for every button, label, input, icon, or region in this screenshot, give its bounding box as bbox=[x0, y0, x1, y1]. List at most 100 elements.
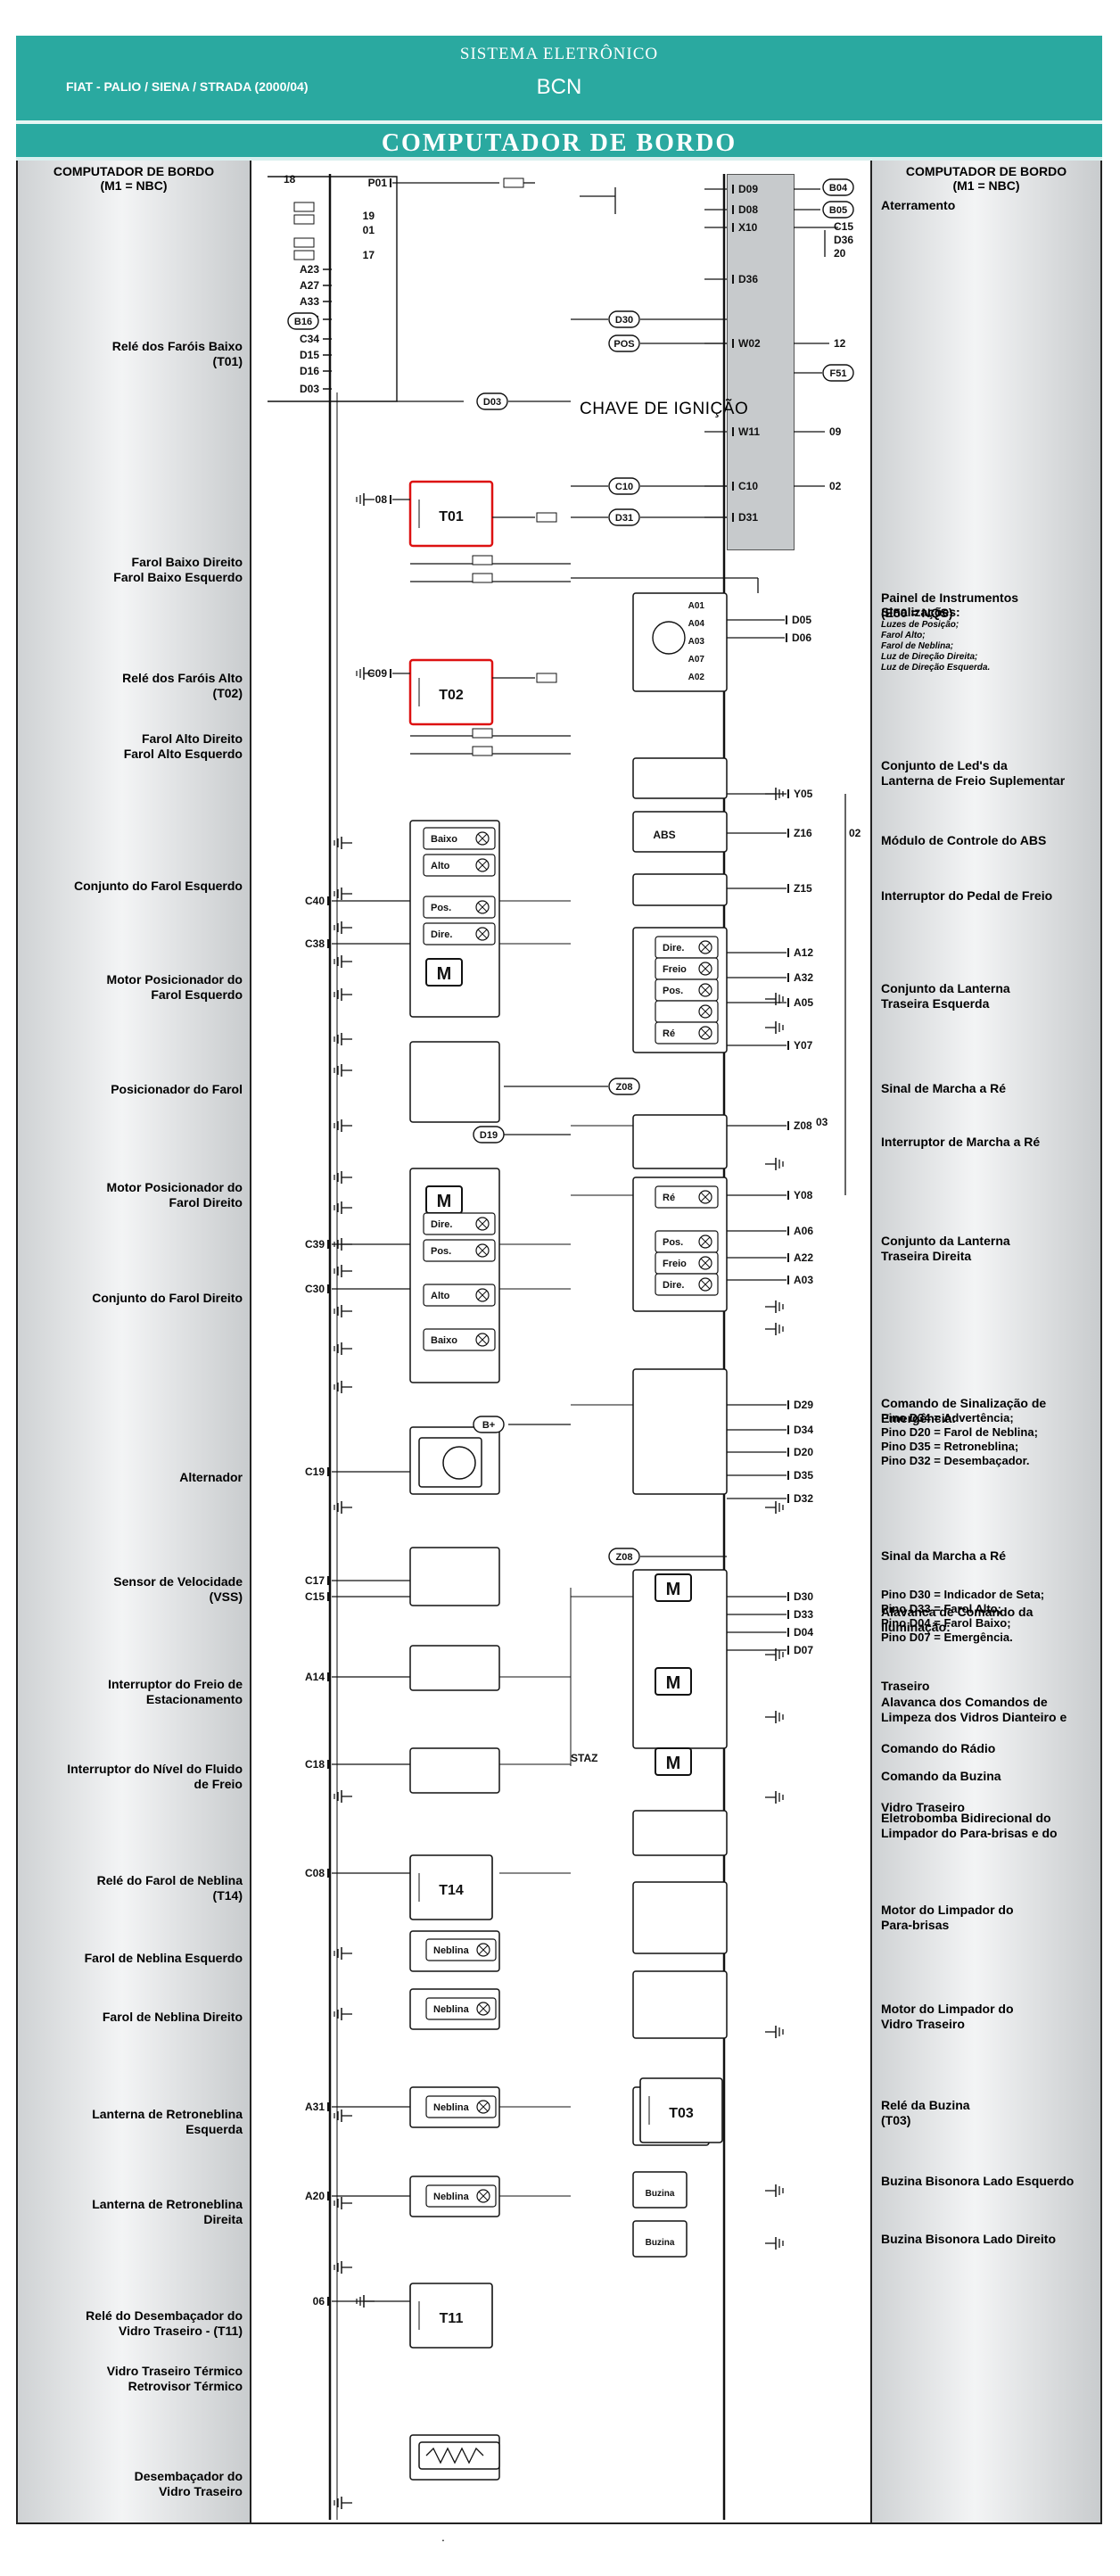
relay-box bbox=[409, 2283, 493, 2349]
pin-label: W11 bbox=[738, 425, 760, 438]
left-component-label: Relé dos Faróis Baixo(T01) bbox=[24, 339, 243, 369]
lamp-label: Pos. bbox=[431, 1246, 451, 1257]
wire bbox=[478, 1944, 489, 1955]
connector-label: B04 bbox=[829, 183, 848, 194]
relay-box bbox=[409, 1854, 493, 1920]
right-component-box bbox=[632, 1114, 728, 1169]
pin-label: C15 bbox=[305, 1590, 325, 1603]
pin-label: A14 bbox=[305, 1671, 325, 1683]
left-component-label-line1: Relé do Farol de Neblina bbox=[96, 1873, 243, 1887]
motor-icon bbox=[425, 958, 463, 987]
lamp-label: Baixo bbox=[431, 1335, 457, 1346]
footer-dot: . bbox=[441, 2530, 445, 2544]
emerg-pin: Pino D35 = Retroneblina; bbox=[881, 1440, 1019, 1453]
wire bbox=[268, 176, 398, 402]
left-component-label-line1: Farol de Neblina Esquerdo bbox=[84, 1951, 243, 1965]
connector bbox=[822, 201, 854, 219]
left-component-label-line1: Vidro Traseiro Térmico bbox=[106, 2364, 243, 2378]
left-component-label: Posicionador do Farol bbox=[24, 1082, 243, 1097]
right-component-label-line1: Conjunto da Lanterna bbox=[881, 1234, 1010, 1248]
pin-label: A01 bbox=[688, 601, 705, 611]
instrument-icon bbox=[652, 621, 686, 655]
right-column-title: COMPUTADOR DE BORDO bbox=[905, 164, 1067, 178]
left-column-subtitle: (M1 = NBC) bbox=[100, 178, 168, 193]
left-component-box bbox=[409, 1547, 500, 1606]
buzina-label: Buzina bbox=[646, 2189, 675, 2199]
fuse bbox=[472, 746, 493, 756]
pin-label: Z08 bbox=[794, 1119, 812, 1132]
right-component-label: Interruptor do Pedal de Freio bbox=[881, 888, 1095, 904]
ilum-pin: Pino D33 = Farol Alto; bbox=[881, 1602, 1001, 1615]
wire bbox=[477, 1245, 488, 1256]
alternator-icon bbox=[442, 1446, 476, 1480]
fuse bbox=[293, 214, 315, 225]
right-component-box bbox=[632, 1881, 728, 1954]
left-component-label-line1: Motor Posicionador do bbox=[106, 972, 243, 987]
lamp-label: Freio bbox=[663, 964, 687, 975]
left-component-label: Farol de Neblina Direito bbox=[24, 2010, 243, 2025]
right-component-label-line1: Buzina Bisonora Lado Direito bbox=[881, 2232, 1057, 2246]
motor-icon bbox=[655, 1747, 692, 1776]
wire bbox=[477, 902, 488, 912]
relay-label: T01 bbox=[439, 509, 464, 524]
connector bbox=[476, 392, 508, 410]
wire bbox=[477, 1290, 488, 1300]
left-component-label-line1: Farol Baixo Direito bbox=[131, 555, 243, 569]
painel-sinalizacoes: Sinalizações: bbox=[881, 605, 960, 619]
right-component-label-line1: Conjunto da Lanterna bbox=[881, 981, 1010, 995]
lamp-label: Alto bbox=[431, 861, 450, 871]
lamp-label: Ré bbox=[663, 1193, 675, 1203]
pin-label: D09 bbox=[738, 183, 758, 195]
vehicle-model: FIAT - PALIO / SIENA / STRADA (2000/04) bbox=[66, 79, 309, 94]
left-component-label-line2: Vidro Traseiro - (T11) bbox=[118, 2324, 243, 2338]
lamp-label: Neblina bbox=[433, 2192, 470, 2202]
ignition-label: CHAVE DE IGNIÇÃO bbox=[580, 400, 749, 418]
emerg-pin: Pino D34 = Advertência; bbox=[881, 1411, 1014, 1424]
left-component-label-line2: Farol Direito bbox=[169, 1195, 243, 1210]
right-component-label: Comando da Buzina bbox=[881, 1769, 1095, 1784]
right-component-label-line1: Aterramento bbox=[881, 198, 956, 212]
left-component-label: Sensor de Velocidade(VSS) bbox=[24, 1574, 243, 1605]
left-component-label-line1: Conjunto do Farol Direito bbox=[92, 1291, 243, 1305]
pin-label: A05 bbox=[794, 996, 813, 1009]
wire bbox=[477, 929, 488, 939]
connector bbox=[608, 477, 640, 495]
wire bbox=[700, 1192, 711, 1202]
fuse bbox=[472, 573, 493, 583]
pin-label: D03 bbox=[300, 383, 319, 395]
pin-label: Z16 bbox=[794, 827, 812, 839]
pin-label: C19 bbox=[305, 1466, 325, 1478]
connector bbox=[608, 508, 640, 526]
painel-item: Farol de Neblina; bbox=[881, 641, 954, 651]
right-component-label-line1: Sinal da Marcha a Ré bbox=[881, 1548, 1007, 1563]
header-divider bbox=[16, 120, 1102, 124]
right-component-label-line2: (T03) bbox=[881, 2113, 911, 2127]
left-component-label-line2: Vidro Traseiro bbox=[159, 2484, 243, 2498]
right-component-label: Painel de Instrumentos(E50 = NQS) bbox=[881, 590, 1095, 621]
right-column-subtitle: (M1 = NBC) bbox=[952, 178, 1020, 193]
wire bbox=[700, 942, 711, 953]
left-component-label-line1: Relé dos Faróis Baixo bbox=[111, 339, 243, 353]
wire bbox=[700, 985, 711, 995]
right-component-label: Relé da Buzina(T03) bbox=[881, 2098, 1095, 2128]
pin-label: D35 bbox=[794, 1469, 813, 1482]
pin-label: A06 bbox=[794, 1225, 813, 1237]
right-component-label-line2: (E50 = NQS) bbox=[881, 606, 953, 620]
pin-label: A27 bbox=[300, 279, 319, 292]
pin-label: Y08 bbox=[794, 1189, 813, 1201]
fuse bbox=[293, 250, 315, 260]
right-component-label-line1: Painel de Instrumentos bbox=[881, 590, 1019, 605]
right-component-label: Aterramento bbox=[881, 198, 1095, 213]
eletrobomba-line3: Vidro Traseiro bbox=[881, 1800, 965, 1814]
motor-label: M bbox=[437, 964, 452, 984]
left-component-label-line2: (VSS) bbox=[209, 1589, 243, 1604]
lamp-label: Neblina bbox=[433, 2004, 470, 2015]
ilum-pin: Pino D04 = Farol Baixo; bbox=[881, 1616, 1011, 1630]
